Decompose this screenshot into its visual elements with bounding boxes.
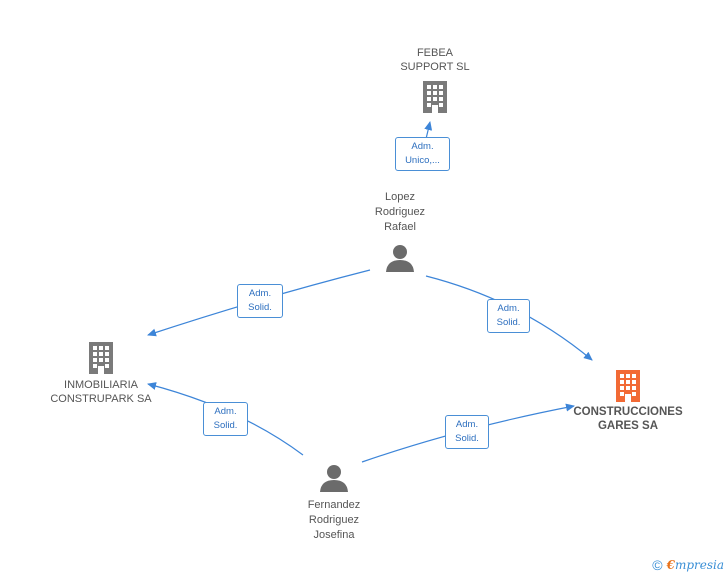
node-lopez-rodriguez[interactable]: Lopez Rodriguez Rafael (360, 190, 440, 273)
company-name: FEBEA SUPPORT SL (400, 47, 470, 73)
relation-label-lopez-construcciones[interactable]: Adm. Solid. (487, 299, 530, 333)
copyright-icon: © (652, 557, 663, 573)
relation-label-lopez-febea[interactable]: Adm. Unico,... (395, 137, 450, 171)
person-icon (320, 465, 348, 492)
person-icon (386, 245, 414, 272)
brand-logo: €mpresia (666, 558, 724, 572)
relation-label-fernandez-construcciones[interactable]: Adm. Solid. (445, 415, 489, 449)
building-icon (89, 342, 113, 374)
person-name: Fernandez Rodriguez Josefina (307, 499, 361, 541)
node-fernandez-rodriguez[interactable]: Fernandez Rodriguez Josefina (292, 463, 376, 543)
footer-branding[interactable]: © €mpresia (652, 557, 724, 573)
relation-label-fernandez-inmobiliaria[interactable]: Adm. Solid. (203, 402, 248, 436)
node-inmobiliaria-construpark[interactable]: INMOBILIARIA CONSTRUPARK SA (46, 340, 156, 406)
building-icon (616, 370, 640, 402)
relation-label-lopez-inmobiliaria[interactable]: Adm. Solid. (237, 284, 283, 318)
company-name: INMOBILIARIA CONSTRUPARK SA (50, 379, 152, 405)
node-construcciones-gares[interactable]: CONSTRUCCIONES GARES SA (568, 368, 688, 433)
person-name: Lopez Rodriguez Rafael (374, 191, 426, 233)
company-name: CONSTRUCCIONES GARES SA (573, 406, 683, 432)
building-icon (423, 81, 447, 113)
node-febea-support[interactable]: FEBEA SUPPORT SL (395, 46, 475, 113)
